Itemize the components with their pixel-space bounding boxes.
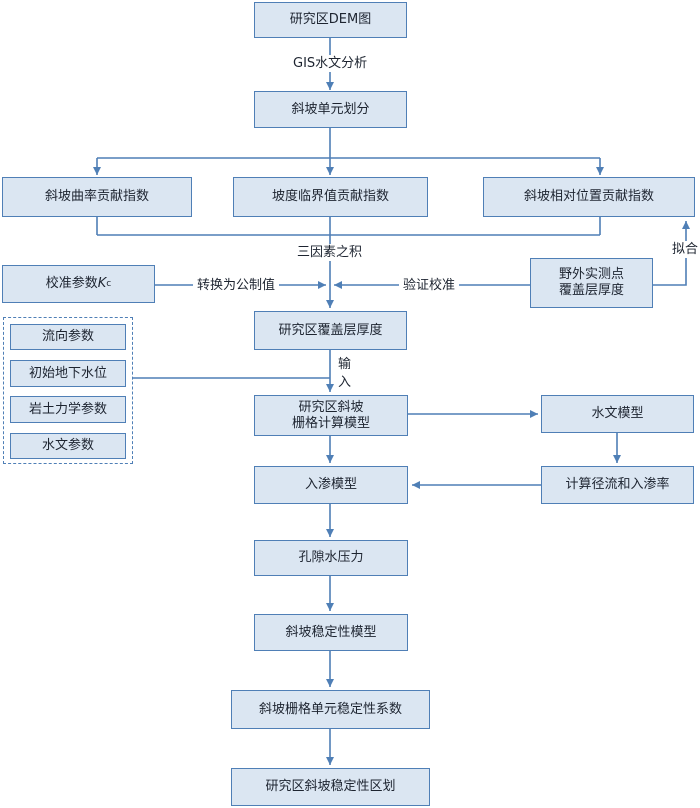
- node-runoff-label: 计算径流和入渗率: [565, 477, 670, 492]
- node-position: 斜坡相对位置贡献指数: [483, 177, 695, 217]
- param-group: [3, 317, 133, 464]
- node-stability-model: 斜坡稳定性模型: [254, 614, 408, 651]
- node-infiltration-model-label: 入渗模型: [304, 477, 357, 492]
- node-stability-model-label: 斜坡稳定性模型: [285, 624, 377, 640]
- node-initial-groundwater: 初始地下水位: [10, 360, 126, 387]
- node-runoff: 计算径流和入渗率: [541, 466, 694, 504]
- node-calibration-sub: c: [106, 279, 112, 289]
- edge-label-verify: 验证校准: [399, 277, 460, 294]
- node-grid-model-label: 研究区斜坡 栅格计算模型: [291, 399, 370, 431]
- node-position-label: 斜坡相对位置贡献指数: [523, 189, 654, 204]
- edge-label-fit: 拟合: [671, 241, 700, 258]
- node-flow-direction-label: 流向参数: [41, 329, 94, 344]
- node-gradient-label: 坡度临界值贡献指数: [271, 189, 389, 204]
- node-calibration-var: K: [97, 276, 107, 291]
- node-hydro-model-label: 水文模型: [591, 406, 644, 421]
- node-initial-groundwater-label: 初始地下水位: [28, 365, 107, 381]
- node-dem-label: 研究区DEM图: [289, 12, 372, 27]
- node-pore-pressure-label: 孔隙水压力: [298, 550, 364, 565]
- edge-label-input: 输 入: [338, 357, 352, 390]
- edge-label-convert: 转换为公制值: [193, 277, 280, 294]
- node-hydro-params: 水文参数: [10, 433, 126, 459]
- node-field-measure-label: 野外实测点 覆盖层厚度: [558, 267, 624, 298]
- node-pore-pressure: 孔隙水压力: [254, 540, 408, 576]
- edge-label-gis: GIS水文分析: [291, 55, 370, 72]
- node-hydro-params-label: 水文参数: [41, 438, 94, 453]
- node-stability-coefficient-label: 斜坡栅格单元稳定性系数: [258, 701, 402, 717]
- node-hydro-model: 水文模型: [541, 395, 694, 433]
- node-grid-model: 研究区斜坡 栅格计算模型: [254, 395, 408, 436]
- node-stability-zoning: 研究区斜坡稳定性区划: [231, 768, 430, 806]
- node-stability-coefficient: 斜坡栅格单元稳定性系数: [231, 690, 430, 729]
- node-flow-direction: 流向参数: [10, 324, 126, 350]
- edge-label-product: 三因素之积: [294, 244, 366, 261]
- node-thickness-label: 研究区覆盖层厚度: [278, 322, 383, 338]
- node-curvature-label: 斜坡曲率贡献指数: [44, 189, 149, 204]
- node-rock-mechanics-label: 岩土力学参数: [28, 401, 107, 417]
- node-calibration-label: 校准参数: [45, 276, 98, 291]
- node-field-measure: 野外实测点 覆盖层厚度: [530, 258, 653, 308]
- node-infiltration-model: 入渗模型: [254, 466, 408, 504]
- node-rock-mechanics: 岩土力学参数: [10, 396, 126, 423]
- node-slope-units: 斜坡单元划分: [254, 91, 407, 128]
- node-slope-units-label: 斜坡单元划分: [291, 101, 370, 117]
- node-stability-zoning-label: 研究区斜坡稳定性区划: [265, 779, 396, 794]
- node-thickness: 研究区覆盖层厚度: [254, 311, 407, 350]
- node-dem: 研究区DEM图: [254, 2, 407, 38]
- node-gradient: 坡度临界值贡献指数: [233, 177, 428, 217]
- node-curvature: 斜坡曲率贡献指数: [2, 177, 192, 217]
